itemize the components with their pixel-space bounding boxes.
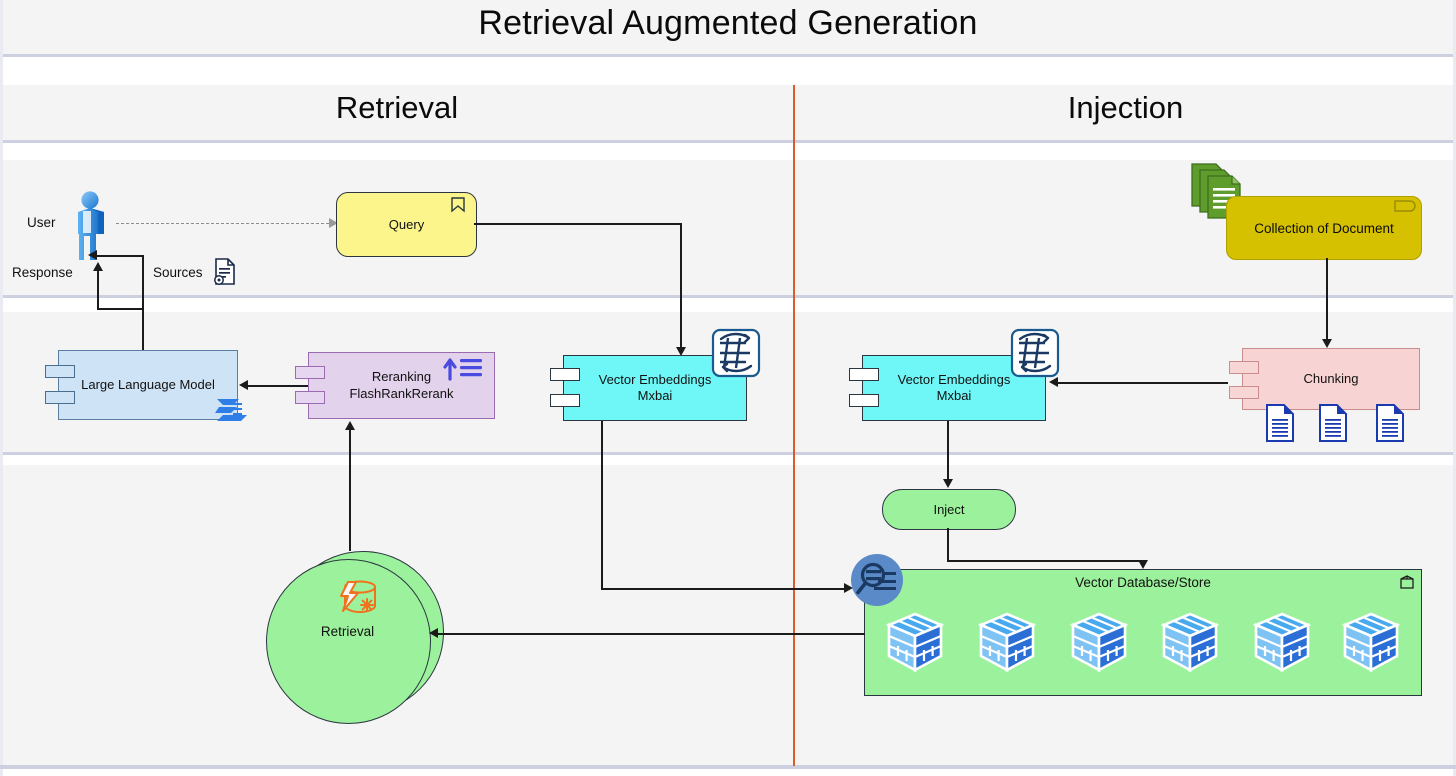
connector-chunking-to-embeddings-arrowhead (1049, 377, 1058, 387)
document-note-icon (1393, 199, 1416, 215)
connector-inject-to-vdb-arrowhead (1138, 560, 1148, 569)
sort-ascending-icon (442, 355, 484, 381)
connector-user-to-query-arrowhead (329, 218, 338, 228)
node-retrieval-label: Retrieval (320, 624, 375, 639)
connector-embeddings-to-vdb-h (601, 588, 846, 590)
connector-embeddings-to-vdb-arrowhead (844, 583, 853, 593)
left-rail (0, 0, 3, 776)
connector-inject-to-vdb-v1 (947, 528, 949, 562)
node-vector-embeddings-injection-label-line2: Mxbai (936, 388, 972, 403)
data-cube-icon (1067, 610, 1131, 674)
title-band (0, 0, 1456, 57)
sources-label: Sources (153, 265, 203, 280)
node-chunking-label: Chunking (1303, 370, 1359, 386)
llm-flow-icon (213, 393, 251, 425)
component-lug-bottom (849, 394, 879, 407)
connector-response-arrowhead (93, 262, 103, 271)
data-cube-icon (1250, 610, 1314, 674)
user-person-icon (74, 190, 108, 262)
lane-label-retrieval: Retrieval (335, 90, 459, 125)
stacked-documents-icon (1190, 162, 1246, 222)
node-vector-embeddings-retrieval-label-line1: Vector Embeddings (598, 371, 712, 387)
connector-vdb-to-retrieval (437, 633, 865, 635)
node-inject[interactable]: Inject (882, 489, 1016, 530)
lane-header-band (0, 85, 1456, 143)
bottom-rail (0, 765, 1456, 769)
component-lug-top (295, 366, 325, 379)
connector-retrieval-to-rerank-arrowhead (345, 421, 355, 430)
node-collection-of-document-label: Collection of Document (1254, 220, 1394, 236)
matrix-transform-icon (1010, 328, 1060, 378)
document-icon (1375, 403, 1405, 443)
lane-label-injection: Injection (1067, 90, 1184, 125)
node-chunking[interactable]: Chunking (1229, 348, 1420, 410)
connector-user-to-query (116, 223, 329, 224)
connector-llm-to-user-v (142, 255, 144, 351)
connector-response-h (97, 308, 143, 310)
connector-query-to-embeddings-arrowhead (676, 347, 686, 356)
component-lug-top (849, 368, 879, 381)
document-icon (1265, 403, 1295, 443)
document-gear-icon (213, 258, 237, 286)
component-lug-bottom (295, 391, 325, 404)
node-vector-database-label: Vector Database/Store (1075, 575, 1211, 590)
node-collection-of-document[interactable]: Collection of Document (1226, 196, 1422, 260)
data-cube-icon (1339, 610, 1403, 674)
component-lug-top (1229, 361, 1259, 374)
component-lug-bottom (550, 394, 580, 407)
connector-collection-to-chunking-v (1326, 258, 1328, 341)
node-vector-database[interactable]: Vector Database/Store (864, 569, 1422, 696)
page-title: Retrieval Augmented Generation (478, 4, 978, 42)
document-icon (1318, 403, 1348, 443)
node-query-label: Query (388, 217, 425, 232)
node-vector-embeddings-retrieval-label-line2: Mxbai (637, 388, 673, 403)
node-reranking[interactable]: Reranking FlashRankRerank (295, 352, 495, 419)
user-label: User (27, 215, 56, 230)
connector-query-to-embeddings-v (680, 223, 682, 349)
connector-collection-to-chunking-arrowhead (1322, 339, 1332, 348)
connector-rerank-to-llm-arrowhead (239, 380, 248, 390)
connector-embeddings-to-inject-arrowhead (943, 479, 953, 488)
connector-embeddings-to-vdb-v (601, 421, 603, 589)
node-large-language-model-label: Large Language Model (81, 376, 215, 392)
component-lug-top (45, 365, 75, 378)
lane-divider (793, 85, 795, 766)
node-reranking-label-line2: FlashRankRerank (349, 385, 454, 401)
node-vector-embeddings-injection-label-line1: Vector Embeddings (897, 371, 1011, 387)
magnifier-search-icon[interactable] (850, 554, 904, 606)
component-lug-top (550, 368, 580, 381)
node-inject-label: Inject (933, 502, 965, 517)
response-label: Response (12, 265, 73, 280)
data-cube-icon (1158, 610, 1222, 674)
component-lug-bottom (45, 391, 75, 404)
component-lug-bottom (1229, 386, 1259, 399)
matrix-transform-icon (711, 328, 761, 378)
data-cube-icon (975, 610, 1039, 674)
connector-llm-to-user-arrowhead (88, 250, 97, 260)
connector-inject-to-vdb-h (947, 560, 1144, 562)
connector-rerank-to-llm (248, 385, 308, 387)
node-vector-embeddings-retrieval[interactable]: Vector Embeddings Mxbai (550, 328, 761, 421)
connector-chunking-to-embeddings (1058, 382, 1228, 384)
node-large-language-model[interactable]: Large Language Model (45, 350, 247, 421)
node-reranking-label-line1: Reranking (371, 369, 432, 385)
connector-response-v (97, 270, 99, 310)
node-query[interactable]: Query (336, 192, 477, 257)
data-cube-icon (883, 610, 947, 674)
connector-query-to-embeddings-h (474, 223, 682, 225)
node-vector-embeddings-injection[interactable]: Vector Embeddings Mxbai (849, 328, 1060, 421)
connector-embeddings-to-inject (947, 421, 949, 481)
connector-retrieval-to-rerank (349, 430, 351, 551)
database-lightning-icon (334, 578, 382, 622)
cube-3d-icon (1399, 575, 1415, 591)
bookmark-icon (449, 196, 467, 214)
connector-llm-to-user-h (96, 255, 144, 257)
connector-vdb-to-retrieval-arrowhead (429, 628, 438, 638)
right-rail (1453, 0, 1456, 776)
